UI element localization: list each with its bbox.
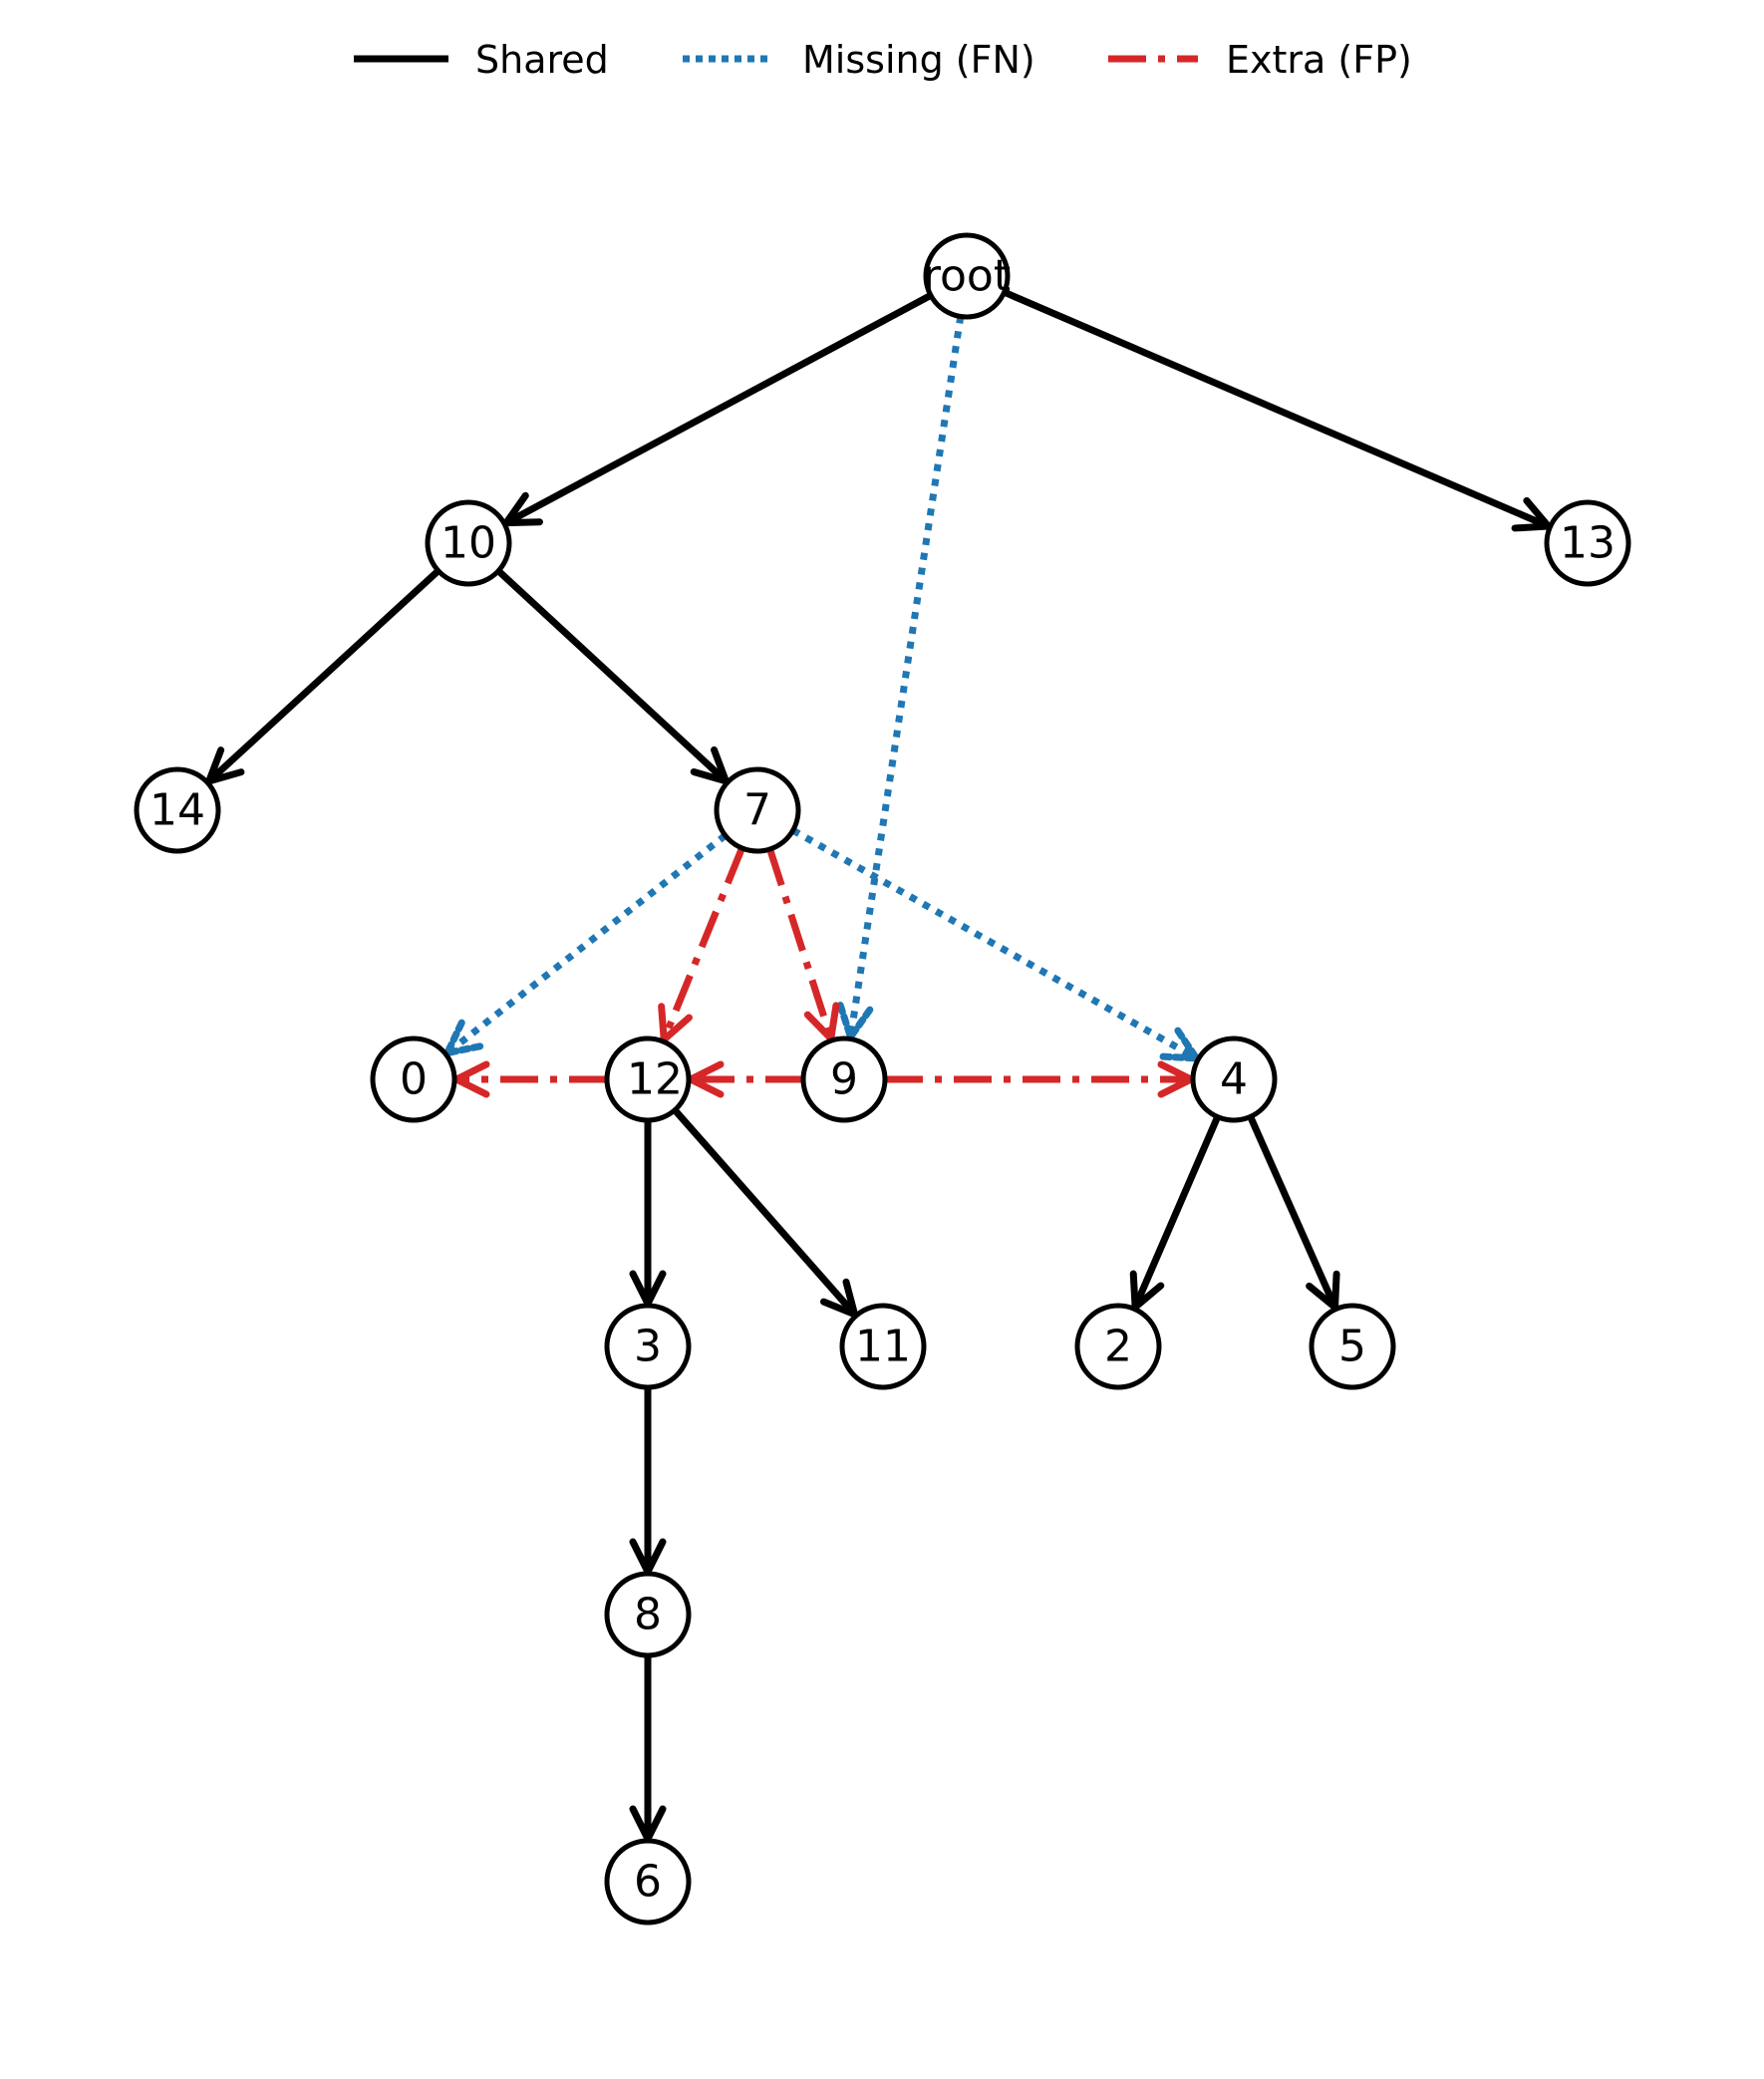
node-circle [604,1036,692,1123]
node-circle [604,1838,692,1926]
edge-line [672,1107,856,1315]
edge-missing-7-to-4 [790,827,1201,1062]
edge-line [1003,288,1548,529]
node-label: 6 [634,1857,662,1908]
legend-label-extra: Extra (FP) [1226,38,1412,82]
node-circle [134,766,221,854]
edge-shared-1-to-11 [672,1107,859,1319]
legend-item-shared: Shared [354,38,609,82]
node-label: 11 [855,1322,911,1372]
edge-line [790,827,1196,1060]
edge-line [1247,1115,1337,1307]
node-9: 9 [800,1036,888,1123]
node-label: 5 [1338,1322,1366,1372]
node-7: 7 [714,766,801,854]
edge-arrowhead [658,1003,693,1043]
node-circle [1190,1036,1278,1123]
edge-extra-9-to-1 [687,1060,803,1098]
node-label: 13 [1560,518,1616,569]
node-label: 4 [1220,1054,1248,1105]
node-label: 9 [830,1054,858,1105]
node-circle [604,1303,692,1390]
node-13: 13 [1544,499,1631,587]
node-circle [1309,1303,1396,1390]
edge-shared-3-to-8 [629,1387,667,1576]
edge-shared-4-to-5 [1247,1115,1340,1312]
node-3: 3 [604,1303,692,1390]
node-circle [1544,499,1631,587]
legend-label-missing: Missing (FN) [802,38,1035,82]
node-1: 1 [604,1036,692,1123]
node-8: 8 [604,1571,692,1658]
edge-shared-4-to-2 [1129,1115,1221,1312]
node-2: 2 [1074,1303,1162,1390]
node-11: 11 [839,1303,927,1390]
node-12: 12 [627,1054,683,1105]
node-circle [425,499,512,587]
node-circle [370,1036,457,1123]
edge-line [766,847,834,1038]
edge-shared-root-to-13 [1003,288,1552,532]
node-0: 0 [370,1036,457,1123]
edge-shared-10-to-14 [205,568,441,785]
node-circle [604,1571,692,1658]
edge-line [208,568,441,782]
edge-arrowhead [1159,1027,1201,1062]
edge-shared-10-to-7 [495,568,730,785]
edge-shared-8-to-6 [629,1655,667,1843]
legend-label-shared: Shared [475,38,609,82]
node-circle [839,1303,927,1390]
node-4: 4 [1190,1036,1278,1123]
node-circle [923,232,1011,320]
node-circle [800,1036,888,1123]
node-label: root [923,251,1011,302]
node-root: root [923,232,1011,320]
node-label: 1 [627,1054,655,1105]
edge-line [847,316,965,1036]
edge-line [495,568,727,782]
edge-extra-12-to-0 [452,1060,607,1098]
edge-arrowhead [836,1002,874,1040]
node-label: 14 [149,785,205,836]
node-label: 8 [634,1590,662,1640]
edge-extra-9-to-4 [885,1060,1195,1098]
edge-line [662,846,745,1039]
node-label: 7 [743,785,771,836]
node-label: 12 [627,1054,683,1105]
node-label: 0 [400,1054,428,1105]
node-14: 14 [134,766,221,854]
node-5: 5 [1309,1303,1396,1390]
legend: Shared Missing (FN) Extra (FP) [354,38,1412,82]
node-6: 6 [604,1838,692,1926]
edge-line [506,292,933,525]
edge-shared-1-to-3 [629,1120,667,1308]
node-label: 2 [1104,1322,1132,1372]
edge-missing-root-to-9 [836,316,965,1040]
node-circle [1074,1303,1162,1390]
edge-extra-7-to-9 [766,847,840,1042]
node-circle [714,766,801,854]
legend-item-extra: Extra (FP) [1108,38,1412,82]
edge-shared-root-to-10 [502,292,933,527]
edge-line [1133,1115,1221,1307]
legend-item-missing: Missing (FN) [683,38,1035,82]
node-10: 10 [425,499,512,587]
node-label: 10 [441,518,496,569]
node-label: 3 [634,1322,662,1372]
